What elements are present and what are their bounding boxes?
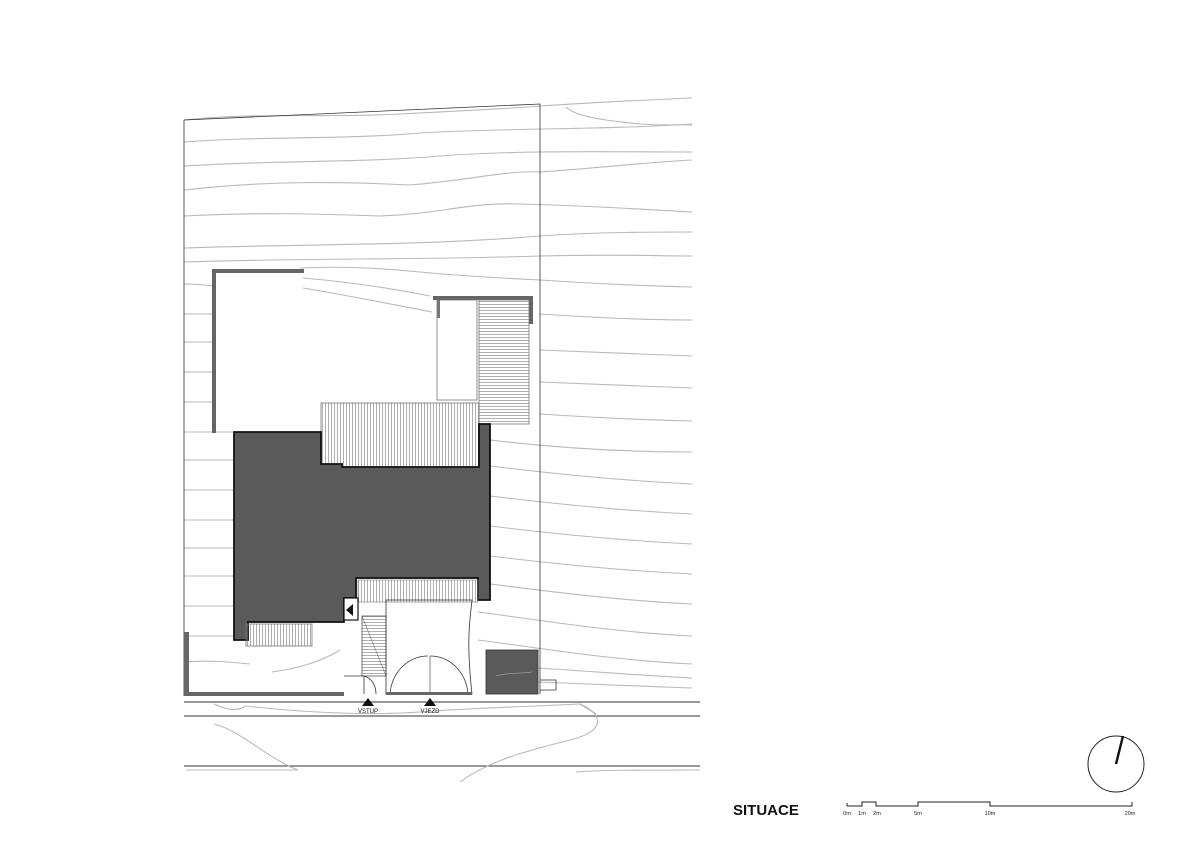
south-terrace [245,623,313,647]
scale-bar: 0m 1m 2m 5m 10m 20m [843,801,1136,817]
scale-tick: 20m [1125,811,1136,817]
entry-arrow-icon [346,604,353,616]
scale-tick: 1m [858,811,866,817]
drawing-title: SITUACE [733,802,799,819]
property-boundary [183,103,541,694]
pool-area [436,299,530,425]
street [184,701,701,783]
pool-deck [478,299,530,425]
vehicle-entrance-label: VJEZD [420,709,440,715]
pedestrian-entrance-icon [362,698,374,706]
pedestrian-gate [344,675,377,695]
vehicle-entrance-icon [424,698,436,706]
entrance-markers: VSTUP VJEZD [358,698,440,715]
scale-tick: 2m [873,811,881,817]
entry-porch [357,579,479,603]
pedestrian-entrance-label: VSTUP [358,709,378,715]
carport [385,599,473,695]
garden-walls [184,269,533,696]
entry-stairs [361,615,387,677]
scale-tick: 10m [985,811,996,817]
north-terrace [320,402,480,468]
scale-tick: 5m [914,811,922,817]
north-arrow-icon [1087,735,1145,793]
pool [436,299,478,401]
terrain-contours [183,97,693,689]
scale-tick: 0m [843,811,851,817]
